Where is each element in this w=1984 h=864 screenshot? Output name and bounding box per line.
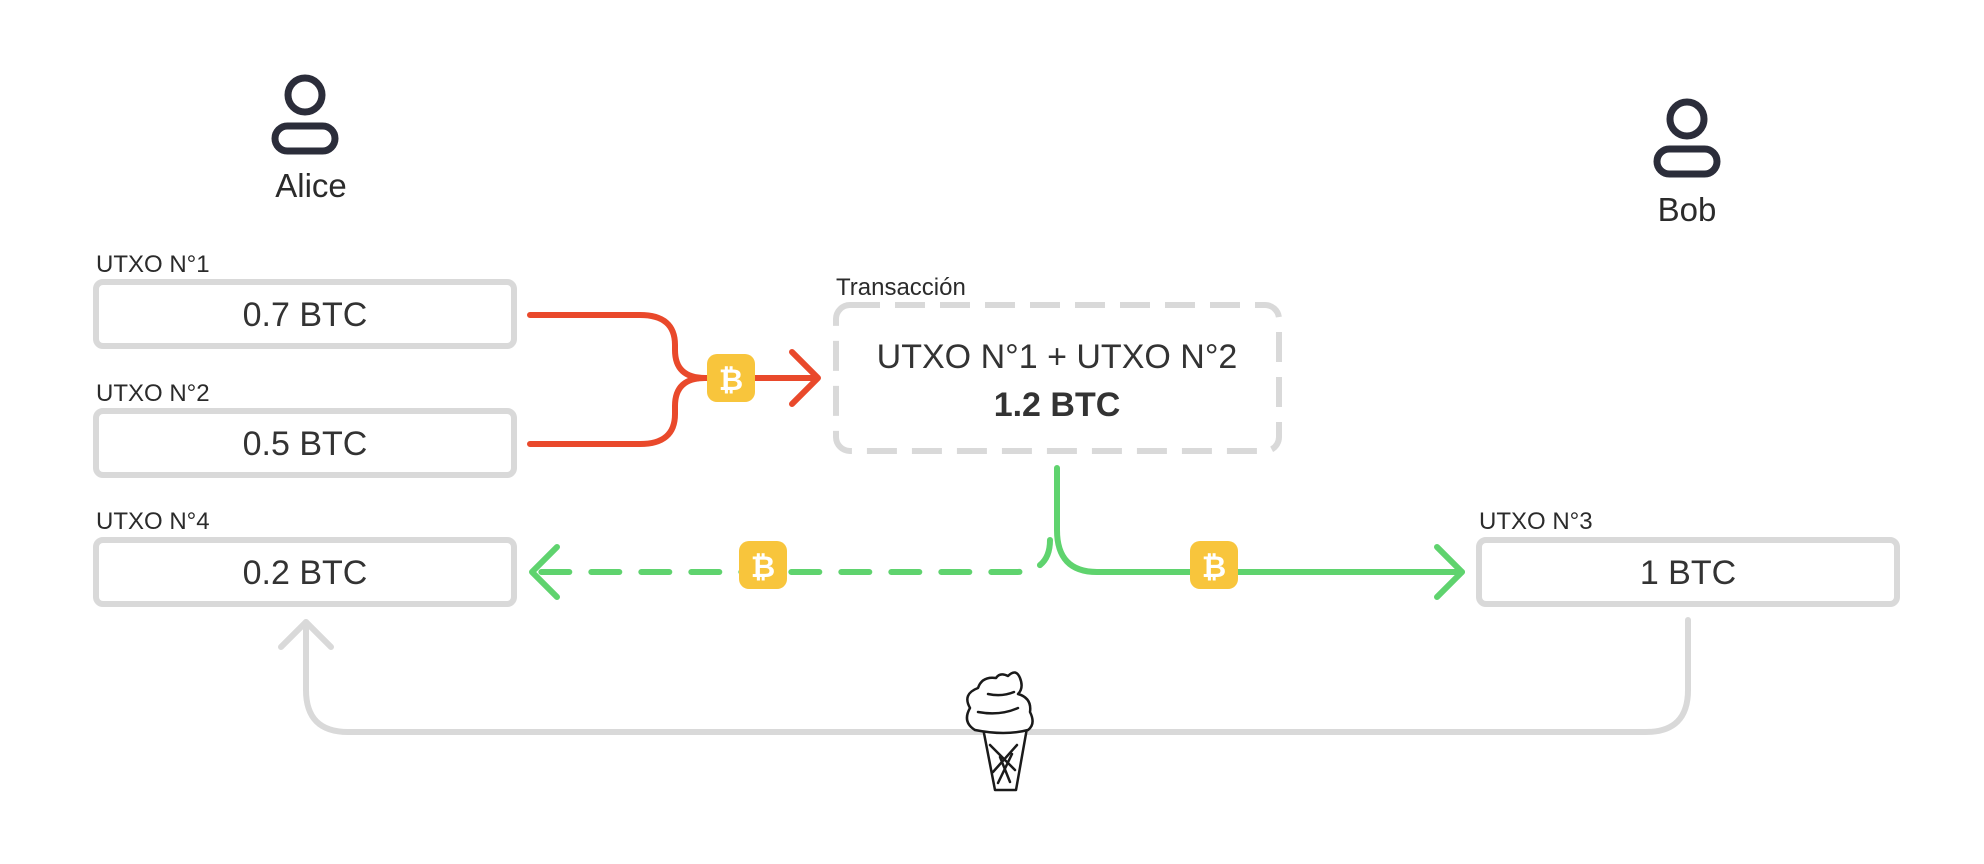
payment-bitcoin-icon: ₿ [1190, 541, 1238, 589]
utxo3-box [1476, 537, 1900, 607]
transaction-total: 1.2 BTC [994, 386, 1121, 424]
change-bitcoin-icon: ₿ [739, 541, 787, 589]
utxo2-value: 0.5 BTC [243, 425, 368, 463]
utxo3-caption: UTXO N°3 [1479, 508, 1593, 535]
input-flow-arrow [527, 312, 821, 447]
transaction-box [833, 302, 1282, 454]
utxo4-value: 0.2 BTC [243, 554, 368, 592]
utxo1-value: 0.7 BTC [243, 296, 368, 334]
utxo3-value: 1 BTC [1640, 554, 1736, 592]
utxo4-box [93, 537, 517, 607]
utxo2-box [93, 408, 517, 478]
output-flow-arrow [1054, 465, 1465, 600]
ice-cream-icon [965, 671, 1034, 792]
alice-label: Alice [275, 167, 347, 204]
transaction-inputs: UTXO N°1 + UTXO N°2 [877, 338, 1238, 376]
utxo1-caption: UTXO N°1 [96, 251, 210, 278]
svg-text:₿: ₿ [751, 550, 775, 585]
bob-label: Bob [1658, 191, 1717, 228]
svg-text:₿: ₿ [719, 363, 743, 398]
change-flow-arrow [529, 537, 1053, 600]
utxo2-caption: UTXO N°2 [96, 380, 210, 407]
alice-user-icon [271, 74, 339, 155]
transaction-caption: Transacción [836, 274, 966, 301]
utxo1-box [93, 279, 517, 349]
svg-text:₿: ₿ [1202, 550, 1226, 585]
bob-user-icon [1653, 98, 1721, 178]
input-bitcoin-icon: ₿ [707, 354, 755, 402]
utxo4-caption: UTXO N°4 [96, 508, 210, 535]
